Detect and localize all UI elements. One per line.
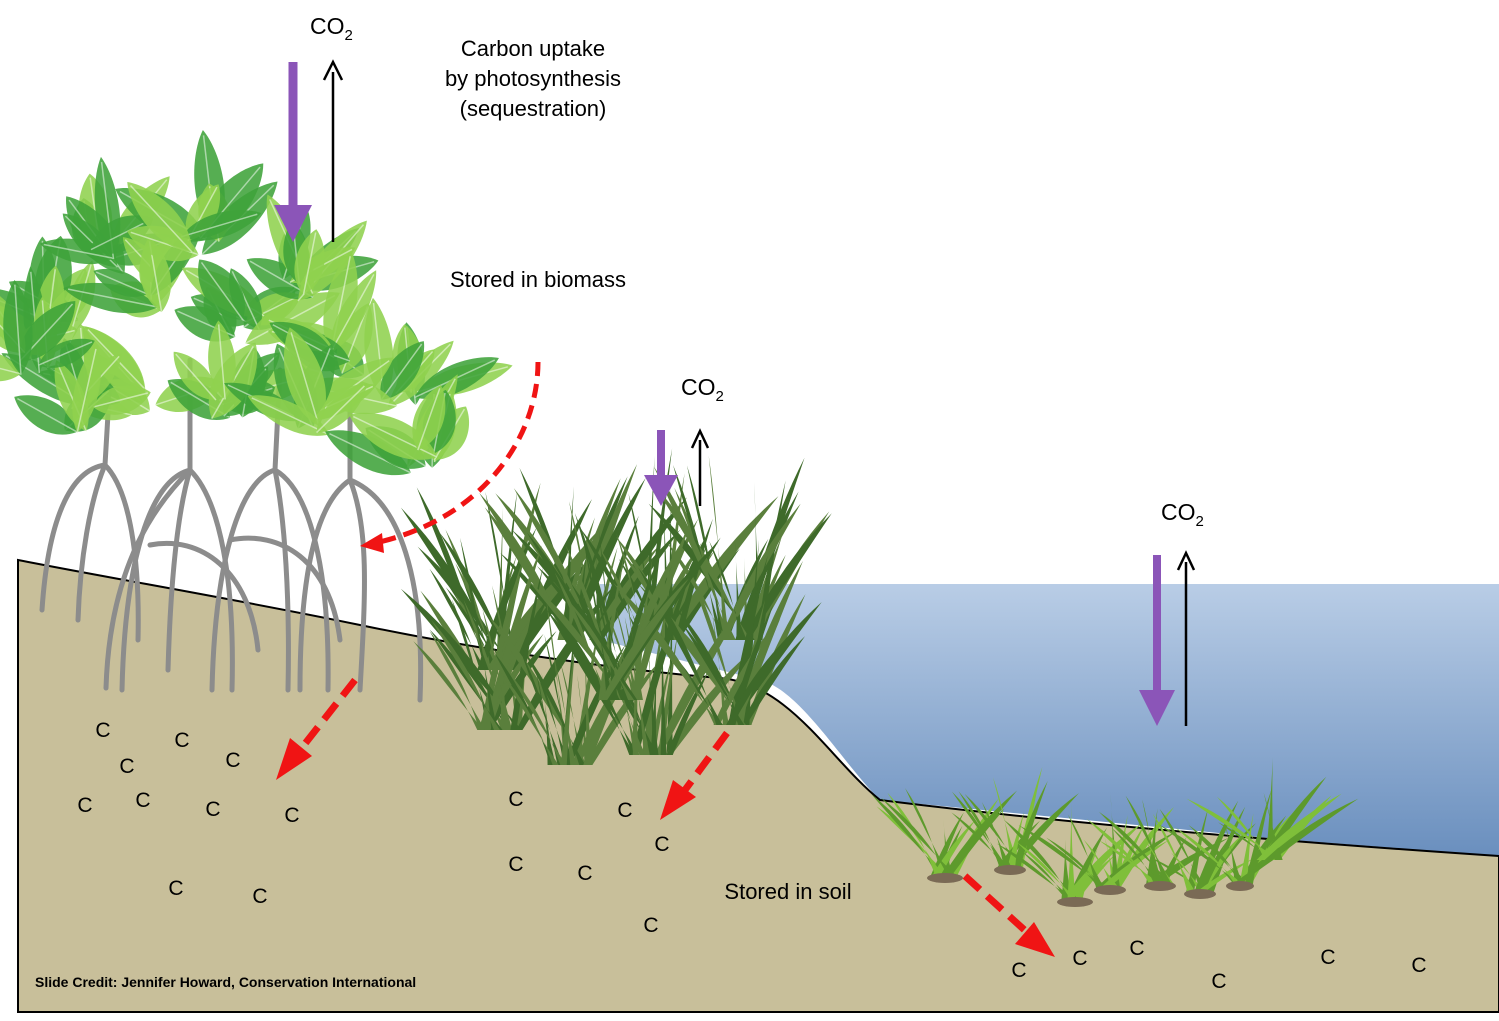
carbon-symbol: C: [1320, 946, 1335, 969]
biomass-label: Stored in biomass: [450, 267, 626, 292]
carbon-symbol: C: [508, 853, 523, 876]
salt-marsh-grass-icon: [400, 448, 832, 765]
co2-label-seagrass: CO2: [1161, 499, 1204, 530]
carbon-symbol: C: [654, 833, 669, 856]
carbon-symbol: C: [284, 804, 299, 827]
carbon-symbol: C: [225, 749, 240, 772]
uptake-line-2: by photosynthesis: [445, 66, 621, 91]
uptake-line-1: Carbon uptake: [461, 36, 605, 61]
carbon-symbol: C: [77, 794, 92, 817]
sediment: [17, 558, 1499, 1013]
carbon-symbol: C: [168, 877, 183, 900]
carbon-symbol: C: [135, 789, 150, 812]
mangrove-soil-arrow: [297, 677, 358, 753]
co2-label-marsh: CO2: [681, 374, 724, 405]
uptake-line-3: (sequestration): [460, 96, 607, 121]
storage-arrows: [276, 361, 1055, 957]
co2-label-mangrove: CO2: [310, 13, 353, 44]
carbon-symbol: C: [1211, 970, 1226, 993]
seagrass-mounds: [927, 865, 1254, 907]
carbon-symbol: C: [119, 755, 134, 778]
carbon-symbol: C: [95, 719, 110, 742]
seagrass-icon: [871, 757, 1359, 900]
carbon-symbol: C: [617, 799, 632, 822]
carbon-symbol: C: [643, 914, 658, 937]
mangrove-icon: [0, 130, 513, 476]
co2-flux-seagrass: [1139, 550, 1196, 726]
carbon-symbol: C: [577, 862, 592, 885]
biomass-storage-arrow: [374, 361, 541, 546]
slide-credit: Slide Credit: Jennifer Howard, Conservat…: [35, 974, 416, 990]
carbon-symbol: C: [1129, 937, 1144, 960]
soil-carbon: C C C C C C C C C C C C C C C C C C C C …: [77, 719, 1426, 993]
carbon-symbol: C: [205, 798, 220, 821]
carbon-symbol: C: [1072, 947, 1087, 970]
carbon-symbol: C: [252, 885, 267, 908]
co2-flux-marsh: [644, 428, 710, 506]
co2-flux-mangrove: [274, 59, 344, 242]
water-body: [600, 584, 1499, 856]
labels: CO2 CO2 CO2 Carbon uptake by photosynthe…: [35, 13, 1204, 990]
marsh-soil-arrow: [679, 730, 730, 797]
seagrass-soil-arrow: [962, 873, 1033, 938]
carbon-symbol: C: [1411, 954, 1426, 977]
soil-label: Stored in soil: [724, 879, 851, 904]
carbon-symbol: C: [1011, 959, 1026, 982]
carbon-symbol: C: [174, 729, 189, 752]
carbon-symbol: C: [508, 788, 523, 811]
